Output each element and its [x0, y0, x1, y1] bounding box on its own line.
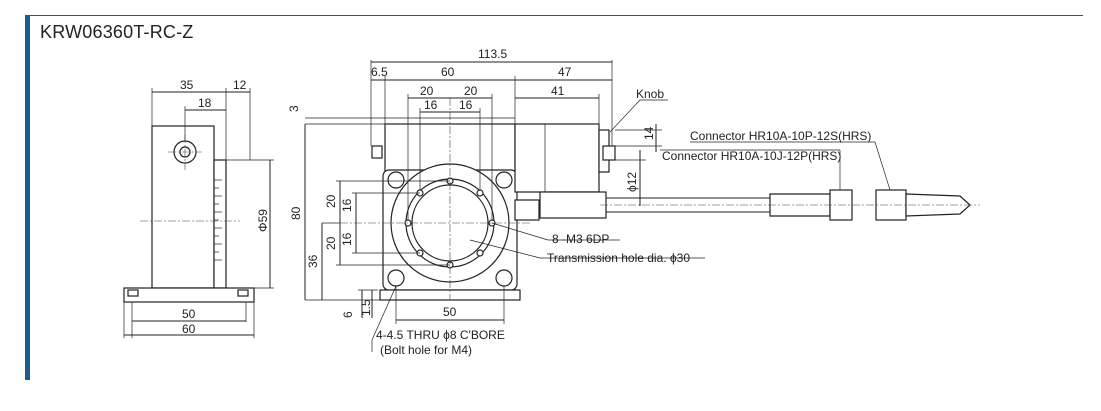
- label-tap-holes: 8 -M3 6DP: [552, 232, 609, 246]
- dim-side-35: 35: [180, 78, 194, 92]
- label-connector-2: Connector HR10A-10J-12P(HRS): [662, 149, 841, 163]
- dim-front-50: 50: [443, 305, 457, 319]
- dim-side-50: 50: [182, 307, 196, 321]
- dim-side-18: 18: [198, 96, 212, 110]
- side-scale-plate: [213, 159, 227, 289]
- bolt-hole-tr: [495, 171, 513, 189]
- dim-front-6-5: 6.5: [371, 65, 388, 79]
- connector-bracket: [514, 199, 540, 221]
- label-connector-1: Connector HR10A-10P-12S(HRS): [690, 129, 871, 143]
- bolt-hole-tl: [387, 171, 405, 189]
- dim-side-phi59: Φ59: [256, 209, 270, 232]
- dim-side-12: 12: [233, 78, 247, 92]
- dim-front-14: 14: [642, 126, 656, 140]
- dim-front-6: 6: [341, 311, 355, 318]
- label-knob: Knob: [636, 87, 664, 101]
- dim-front-20b: 20: [464, 84, 478, 98]
- model-title: KRW06360T-RC-Z: [40, 22, 194, 42]
- label-transmission-hole: Transmission hole dia. ϕ30: [547, 251, 690, 265]
- label-bolt-holes: 4-4.5 THRU ϕ8 C'BORE: [376, 328, 505, 342]
- dim-front-80: 80: [289, 206, 303, 220]
- dim-front-36: 36: [306, 254, 320, 268]
- side-base-hole-right: [237, 289, 249, 297]
- side-base-hole-left: [127, 289, 139, 297]
- dim-front-16a: 16: [424, 98, 438, 112]
- dim-front-v20b: 20: [324, 236, 338, 250]
- bolt-hole-br: [495, 269, 513, 287]
- side-base: [123, 287, 255, 303]
- dim-front-phi12: ϕ12: [625, 172, 639, 192]
- dim-front-v20a: 20: [324, 194, 338, 208]
- front-view: 113.5 6.5 60 47 41 20 20 16 16 3 80 36 2…: [287, 47, 980, 357]
- dim-front-41: 41: [551, 84, 565, 98]
- dim-side-60: 60: [182, 322, 196, 336]
- label-bolt-note: (Bolt hole for M4): [380, 343, 472, 357]
- bolt-hole-bl: [387, 269, 405, 287]
- dim-front-20a: 20: [420, 84, 434, 98]
- motor-knob-cap: [602, 145, 616, 161]
- dim-front-60: 60: [441, 65, 455, 79]
- dim-front-16b: 16: [459, 98, 473, 112]
- front-side-knob: [371, 145, 383, 159]
- dim-front-v16b: 16: [340, 232, 354, 246]
- dim-front-3: 3: [287, 105, 301, 112]
- motor-body: [514, 123, 600, 193]
- side-scale-ticks: [214, 179, 222, 261]
- side-view: 35 12 18 Φ59 50 60: [123, 78, 274, 338]
- dim-front-113-5: 113.5: [478, 47, 507, 61]
- header-rule: [25, 15, 1083, 16]
- dim-front-v16a: 16: [340, 198, 354, 212]
- dim-front-47: 47: [558, 65, 572, 79]
- dim-front-1-5: 1.5: [359, 299, 373, 316]
- connector-block: [539, 191, 607, 219]
- accent-bar: [25, 15, 30, 380]
